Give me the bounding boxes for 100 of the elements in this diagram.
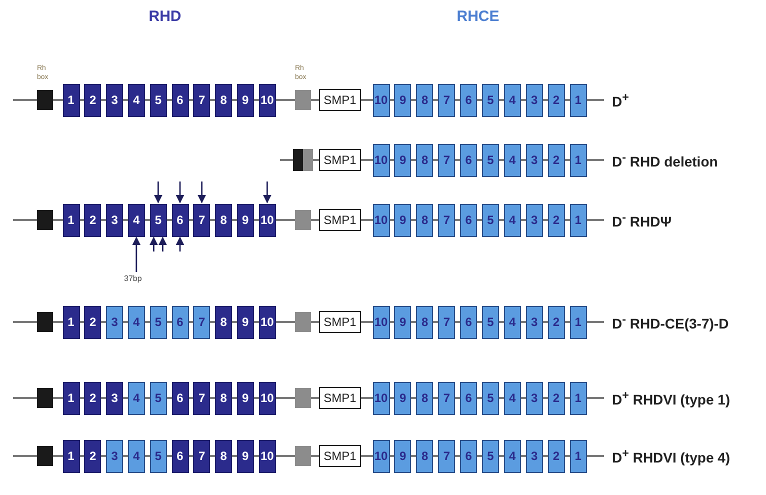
exon-box: 10 <box>258 440 276 472</box>
exon-box: 9 <box>236 204 254 236</box>
exon-box: 4 <box>504 84 521 116</box>
rh-box <box>295 388 311 408</box>
exon-box: 7 <box>193 204 210 236</box>
exon-box: 2 <box>548 84 565 116</box>
exon-box: 5 <box>482 440 499 472</box>
exon-box: 1 <box>62 382 80 414</box>
exon-box: 8 <box>215 306 232 338</box>
exon-box: 9 <box>236 382 254 414</box>
exon-box: 4 <box>504 440 521 472</box>
exon-box: 5 <box>482 382 499 414</box>
arrow <box>150 236 158 252</box>
gene-box: SMP1 <box>319 311 361 333</box>
exon-box: 2 <box>84 84 102 116</box>
exon-box: 6 <box>172 440 188 472</box>
exon-box: 1 <box>62 204 80 236</box>
exon-box: 7 <box>193 84 210 116</box>
exon-box: 5 <box>150 440 167 472</box>
gene-box: SMP1 <box>319 149 361 171</box>
exon-box: 6 <box>460 306 478 338</box>
exon-box: 6 <box>172 306 188 338</box>
exon-box: 6 <box>172 84 188 116</box>
exon-box: 6 <box>460 440 478 472</box>
exon-box: 2 <box>84 382 102 414</box>
rh-box <box>37 446 53 466</box>
exon-box: 3 <box>526 144 543 176</box>
gene-box: SMP1 <box>319 89 361 111</box>
exon-box: 2 <box>548 440 565 472</box>
exon-box: 4 <box>504 306 521 338</box>
exon-box: 1 <box>570 204 587 236</box>
exon-box: 7 <box>438 440 456 472</box>
exon-box: 1 <box>570 144 587 176</box>
gene-box: SMP1 <box>319 209 361 231</box>
exon-box: 7 <box>438 306 456 338</box>
exon-box: 3 <box>526 382 543 414</box>
exon-box: 4 <box>128 306 145 338</box>
exon-box: 8 <box>215 440 232 472</box>
rh-box <box>293 149 303 171</box>
exon-box: 10 <box>258 306 276 338</box>
exon-box: 6 <box>460 382 478 414</box>
exon-box: 3 <box>526 306 543 338</box>
exon-box: 2 <box>84 440 102 472</box>
exon-box: 6 <box>460 84 478 116</box>
exon-box: 10 <box>258 382 276 414</box>
exon-box: 9 <box>394 84 412 116</box>
exon-box: 10 <box>372 144 390 176</box>
exon-box: 7 <box>193 440 210 472</box>
rh-box <box>303 149 313 171</box>
exon-box: 3 <box>106 84 124 116</box>
exon-box: 4 <box>128 382 145 414</box>
exon-box: 4 <box>504 204 521 236</box>
phenotype-label: D$^{-}$ RHD deletion <box>612 151 718 170</box>
exon-box: 2 <box>548 306 565 338</box>
exon-box: 8 <box>416 382 434 414</box>
rh-box <box>37 388 53 408</box>
exon-box: 7 <box>193 306 210 338</box>
rh-box <box>295 312 311 332</box>
arrow <box>132 236 141 272</box>
arrow <box>176 236 184 252</box>
exon-box: 3 <box>106 204 124 236</box>
phenotype-label: D$^{-}$ RHD-CE(3-7)-D <box>612 313 729 332</box>
rh-box <box>37 312 53 332</box>
exon-box: 2 <box>548 204 565 236</box>
exon-box: 5 <box>482 144 499 176</box>
exon-box: 5 <box>150 306 167 338</box>
arrow <box>154 182 162 204</box>
exon-box: 1 <box>62 306 80 338</box>
exon-box: 4 <box>128 204 145 236</box>
exon-box: 6 <box>460 144 478 176</box>
phenotype-label: D$^{-}$ RHDΨ <box>612 211 672 230</box>
rh-box <box>295 210 311 230</box>
exon-box: 10 <box>258 204 276 236</box>
phenotype-label: D$^{+}$ <box>612 91 629 110</box>
exon-box: 4 <box>128 84 145 116</box>
exon-box: 7 <box>438 382 456 414</box>
exon-box: 1 <box>570 84 587 116</box>
exon-box: 8 <box>416 84 434 116</box>
exon-box: 9 <box>394 204 412 236</box>
exon-box: 1 <box>570 440 587 472</box>
gene-heading: RHCE <box>456 8 500 25</box>
exon-box: 3 <box>526 440 543 472</box>
exon-box: 1 <box>62 440 80 472</box>
gene-heading: RHD <box>148 8 182 25</box>
exon-box: 3 <box>526 204 543 236</box>
exon-box: 7 <box>193 382 210 414</box>
exon-box: 9 <box>394 440 412 472</box>
exon-box: 10 <box>372 306 390 338</box>
exon-box: 7 <box>438 144 456 176</box>
exon-box: 8 <box>416 144 434 176</box>
exon-box: 8 <box>416 204 434 236</box>
exon-box: 1 <box>570 382 587 414</box>
exon-box: 10 <box>258 84 276 116</box>
exon-box: 9 <box>236 84 254 116</box>
exon-box: 2 <box>548 382 565 414</box>
exon-box: 4 <box>128 440 145 472</box>
exon-box: 8 <box>215 382 232 414</box>
arrow <box>176 182 184 204</box>
exon-box: 5 <box>482 84 499 116</box>
exon-box: 9 <box>394 144 412 176</box>
